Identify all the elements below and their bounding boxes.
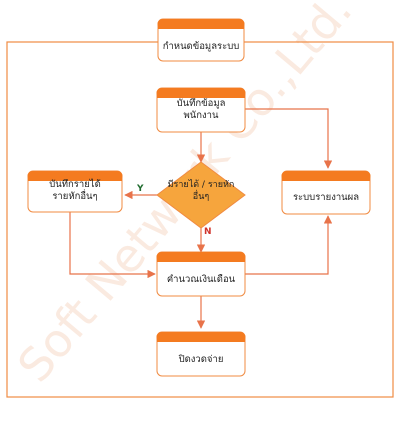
node-define-data: กำหนดข้อมูลระบบ (157, 18, 245, 62)
connectors (69, 108, 333, 329)
node-record-employee-label: บันทึกข้อมูลพนักงาน (177, 98, 226, 121)
node-report-system-label: ระบบรายงานผล (293, 192, 359, 203)
node-record-income-deduction: บันทึกรายได้รายหักอื่นๆ (27, 170, 123, 213)
node-close-period-label: ปิดงวดจ่าย (178, 354, 224, 365)
connector-income-to-calculate (69, 212, 156, 279)
node-decision-income-deduction: มีรายได้ / รายหักอื่นๆ (156, 161, 246, 229)
node-define-data-label: กำหนดข้อมูลระบบ (163, 41, 240, 52)
connector-calculate-to-report (245, 215, 333, 275)
node-record-income-label: บันทึกรายได้รายหักอื่นๆ (49, 178, 101, 202)
connector-employee-to-report (245, 108, 333, 169)
node-calculate-salary: คำนวณเงินเดือน (156, 251, 246, 297)
node-record-employee: บันทึกข้อมูลพนักงาน (156, 87, 246, 133)
node-calculate-salary-label: คำนวณเงินเดือน (167, 274, 236, 285)
branch-label-no: N (204, 227, 212, 237)
node-report-system: ระบบรายงานผล (281, 170, 371, 215)
branch-label-yes: Y (136, 184, 144, 194)
node-decision-label: มีรายได้ / รายหักอื่นๆ (168, 179, 235, 202)
node-close-period: ปิดงวดจ่าย (156, 331, 246, 377)
